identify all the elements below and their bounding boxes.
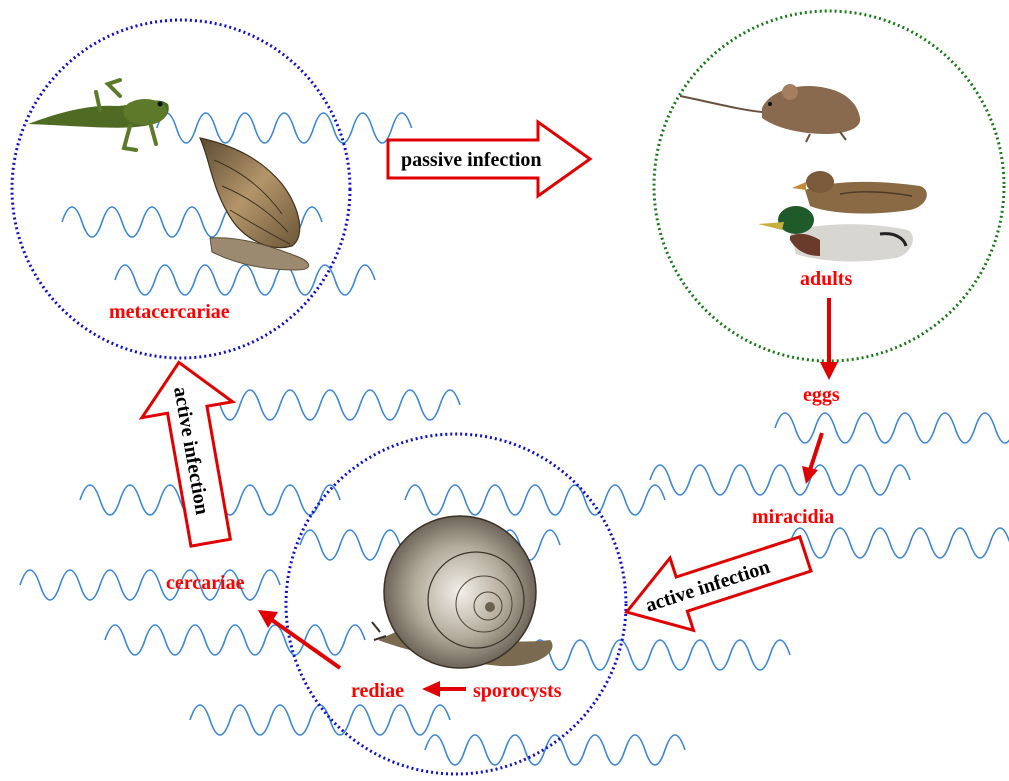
label-cercariae: cercariae (166, 572, 245, 594)
ramshorn-snail-icon (372, 516, 553, 668)
adults-to-eggs-arrow (820, 298, 838, 380)
label-miracidia: miracidia (752, 506, 834, 528)
eggs-to-miracidia-arrow (802, 433, 822, 484)
sporocysts-to-rediae-arrow (422, 681, 466, 697)
label-eggs: eggs (803, 384, 840, 406)
label-rediae: rediae (351, 680, 404, 702)
label-metacercariae: metacercariae (109, 301, 230, 323)
tadpole-icon (28, 80, 169, 150)
male-duck-icon (758, 206, 913, 261)
female-duck-icon (792, 171, 927, 213)
label-sporocysts: sporocysts (473, 680, 562, 702)
pond-snail-icon (200, 138, 309, 270)
stage-connector-arrows (258, 298, 838, 697)
label-passive-infection: passive infection (401, 149, 542, 171)
label-adults: adults (800, 268, 852, 290)
rediae-to-cercariae-arrow (258, 610, 340, 668)
mouse-icon (680, 84, 860, 142)
